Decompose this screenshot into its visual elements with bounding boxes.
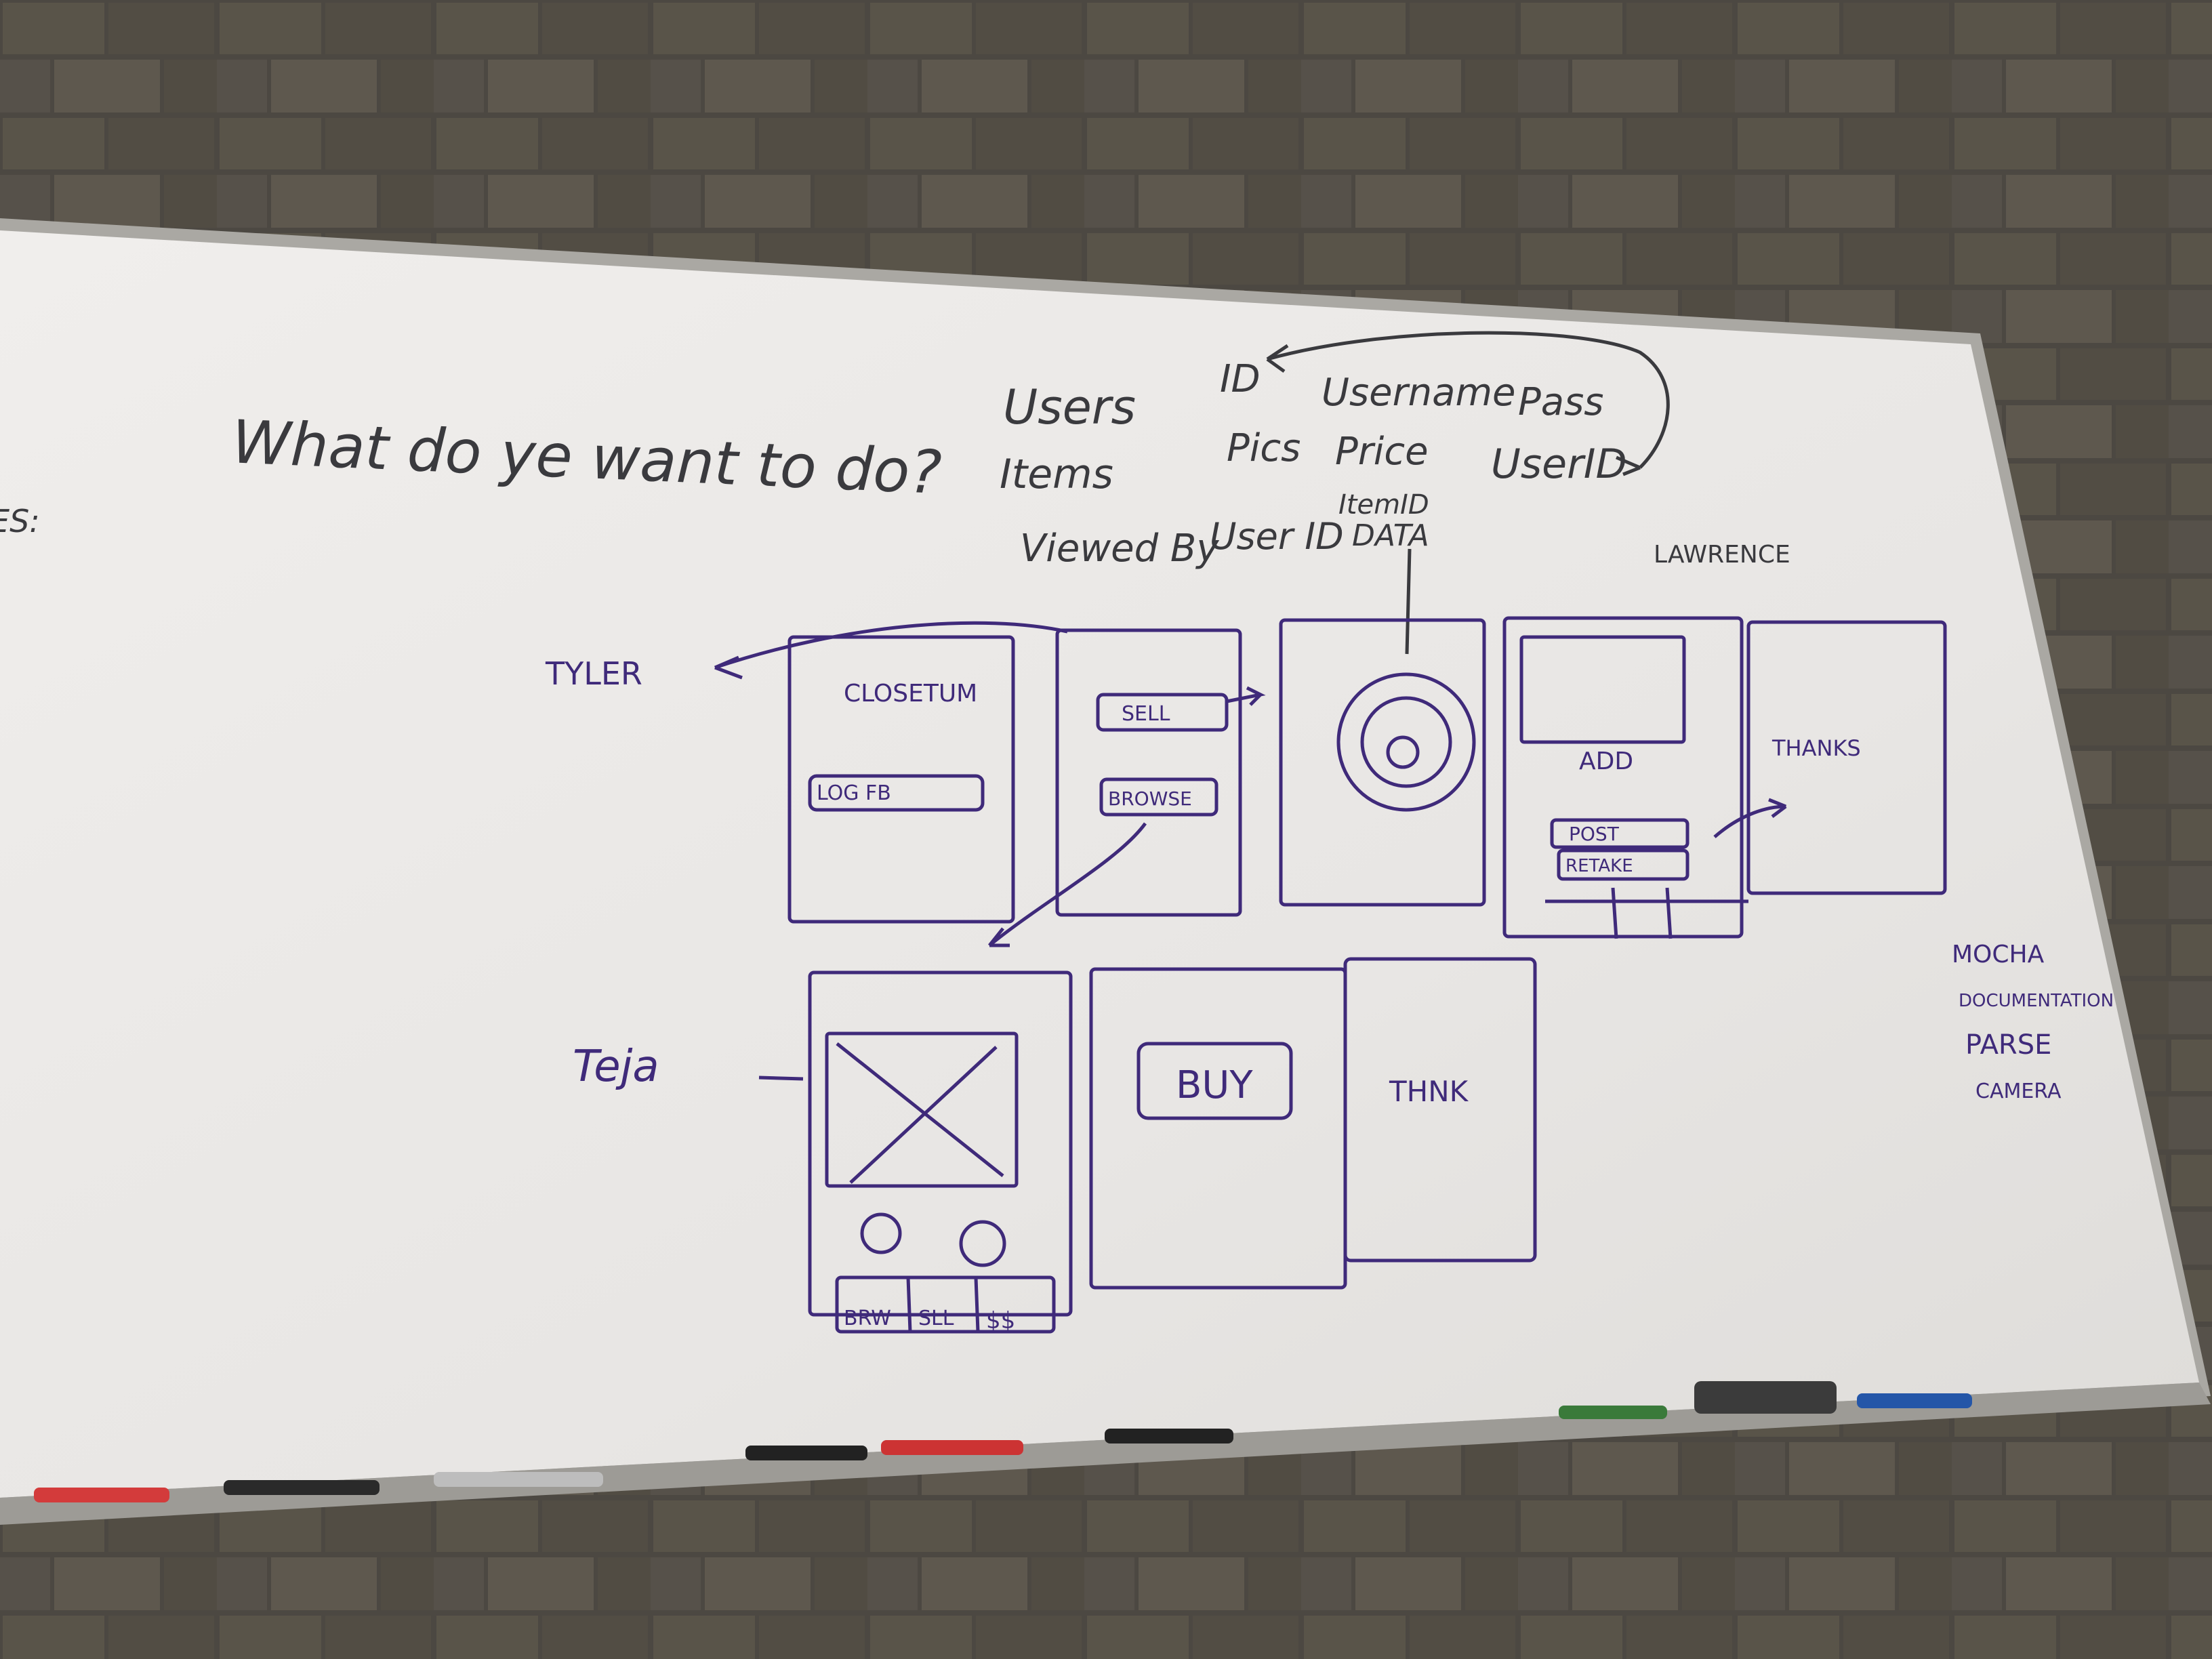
relation-arrow xyxy=(1267,331,1670,469)
items-label: Items xyxy=(1000,451,1113,498)
dislike-icon xyxy=(959,1220,1006,1267)
marker-set xyxy=(34,1381,1972,1502)
tyler-arrow xyxy=(714,621,1068,680)
thanks-label-2: THNK xyxy=(1389,1075,1469,1108)
tab-bar-2 xyxy=(835,1275,1056,1334)
userid-viewed-label: User ID xyxy=(1210,515,1344,558)
item-image-placeholder xyxy=(825,1031,1019,1188)
post-button xyxy=(1550,818,1689,849)
tab-browse-label: BRW xyxy=(844,1307,891,1330)
add-label: ADD xyxy=(1579,747,1633,775)
sell-button xyxy=(1096,693,1229,732)
screen-menu xyxy=(1055,628,1242,917)
camera-label: CAMERA xyxy=(1975,1080,2062,1103)
image-placeholder-x xyxy=(836,1042,1004,1184)
userid-items-label: UserID xyxy=(1491,441,1627,488)
login-fb-button xyxy=(808,774,985,812)
screen-browse xyxy=(808,970,1073,1317)
pass-label: Pass xyxy=(1518,380,1603,424)
photo-preview-box xyxy=(1519,635,1686,744)
retake-label: RETAKE xyxy=(1565,856,1633,876)
screen-thanks-1 xyxy=(1746,620,1947,895)
post-label: POST xyxy=(1569,823,1620,845)
browse-button xyxy=(1099,777,1218,817)
closet-title: CLOSETUM xyxy=(844,680,977,708)
like-icon xyxy=(860,1212,902,1254)
pics-label: Pics xyxy=(1227,426,1300,470)
lawrence-label: LAWRENCE xyxy=(1654,541,1790,569)
price-label: Price xyxy=(1335,430,1429,474)
screen-login xyxy=(787,635,1015,924)
username-label: Username xyxy=(1322,371,1515,415)
thanks-label-1: THANKS xyxy=(1771,735,1861,761)
data-label: DATA xyxy=(1352,518,1429,553)
tab-x-label: $$ xyxy=(986,1307,1015,1334)
tyler-label: TYLER xyxy=(545,655,642,692)
browse-label: BROWSE xyxy=(1108,787,1192,810)
buy-label: BUY xyxy=(1176,1063,1253,1107)
screen-camera xyxy=(1279,618,1486,907)
mocha-label: MOCHA xyxy=(1952,941,2045,968)
sell-label: SELL xyxy=(1122,702,1170,726)
les-label: ES: xyxy=(0,503,40,539)
retake-button xyxy=(1557,848,1689,881)
camera-lens-icon xyxy=(1336,672,1476,812)
screen-thanks-2 xyxy=(1343,957,1537,1263)
tab-bar-1 xyxy=(1545,887,1748,939)
users-label: Users xyxy=(1003,380,1136,435)
teja-label: Teja xyxy=(573,1042,659,1092)
viewed-by-label: Viewed By xyxy=(1020,527,1219,571)
parse-label: PARSE xyxy=(1965,1029,2051,1061)
login-fb-label: LOG FB xyxy=(817,781,891,805)
id-label: ID xyxy=(1220,357,1261,401)
tab-sell-label: SLL xyxy=(918,1307,954,1330)
itemid-label: ItemID xyxy=(1338,489,1429,520)
documentation-label: DOCUMENTATION xyxy=(1959,991,2114,1011)
screen-add-post xyxy=(1502,616,1744,939)
buy-button xyxy=(1136,1042,1293,1120)
